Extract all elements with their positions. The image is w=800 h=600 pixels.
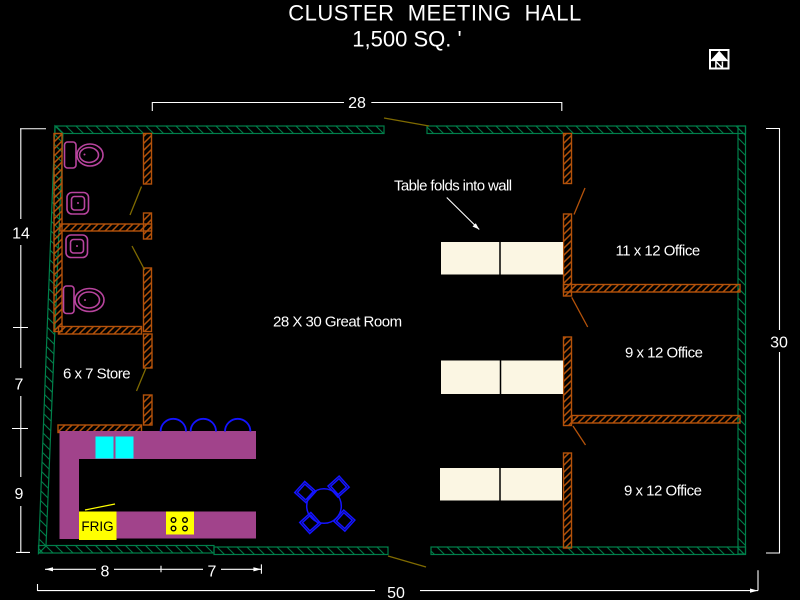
svg-text:7: 7 bbox=[208, 564, 217, 581]
svg-text:CLUSTER MEETING HALL: CLUSTER MEETING HALL bbox=[288, 1, 581, 26]
svg-text:6 x 7 Store: 6 x 7 Store bbox=[63, 366, 130, 383]
svg-text:28 X 30 Great Room: 28 X 30 Great Room bbox=[273, 314, 402, 331]
svg-text:8: 8 bbox=[101, 564, 110, 581]
svg-text:9 x 12 Office: 9 x 12 Office bbox=[625, 345, 703, 362]
svg-text:14: 14 bbox=[12, 226, 30, 243]
svg-text:Table folds into wall: Table folds into wall bbox=[394, 178, 512, 195]
svg-text:11 x 12 Office: 11 x 12 Office bbox=[616, 243, 700, 260]
svg-text:7: 7 bbox=[15, 377, 24, 394]
svg-text:30: 30 bbox=[770, 335, 788, 352]
svg-text:FRIG: FRIG bbox=[81, 519, 113, 534]
svg-text:9 x 12 Office: 9 x 12 Office bbox=[624, 483, 702, 500]
svg-text:1,500 SQ. ': 1,500 SQ. ' bbox=[352, 27, 461, 52]
svg-text:9: 9 bbox=[15, 486, 24, 503]
svg-text:28: 28 bbox=[348, 95, 366, 112]
svg-text:50: 50 bbox=[387, 585, 405, 600]
